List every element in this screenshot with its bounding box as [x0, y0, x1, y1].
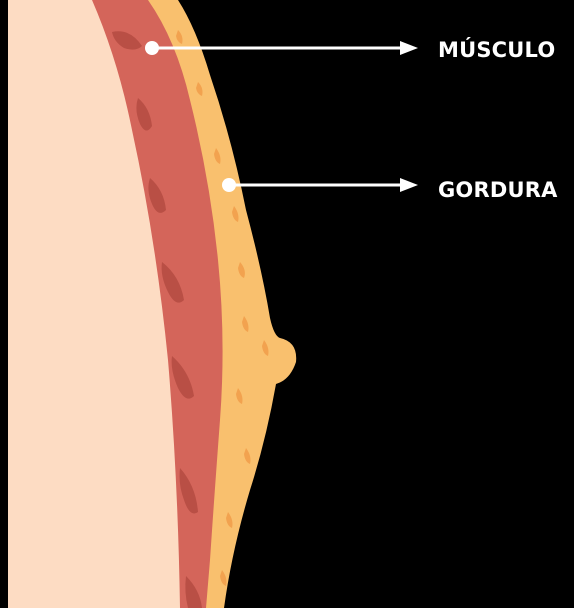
muscle-pointer-arrowhead [400, 41, 418, 55]
fat-label: GORDURA [438, 180, 558, 201]
body-edge [0, 0, 8, 608]
muscle-label: MÚSCULO [438, 40, 555, 61]
fat-pointer [222, 178, 418, 192]
fat-pointer-arrowhead [400, 178, 418, 192]
